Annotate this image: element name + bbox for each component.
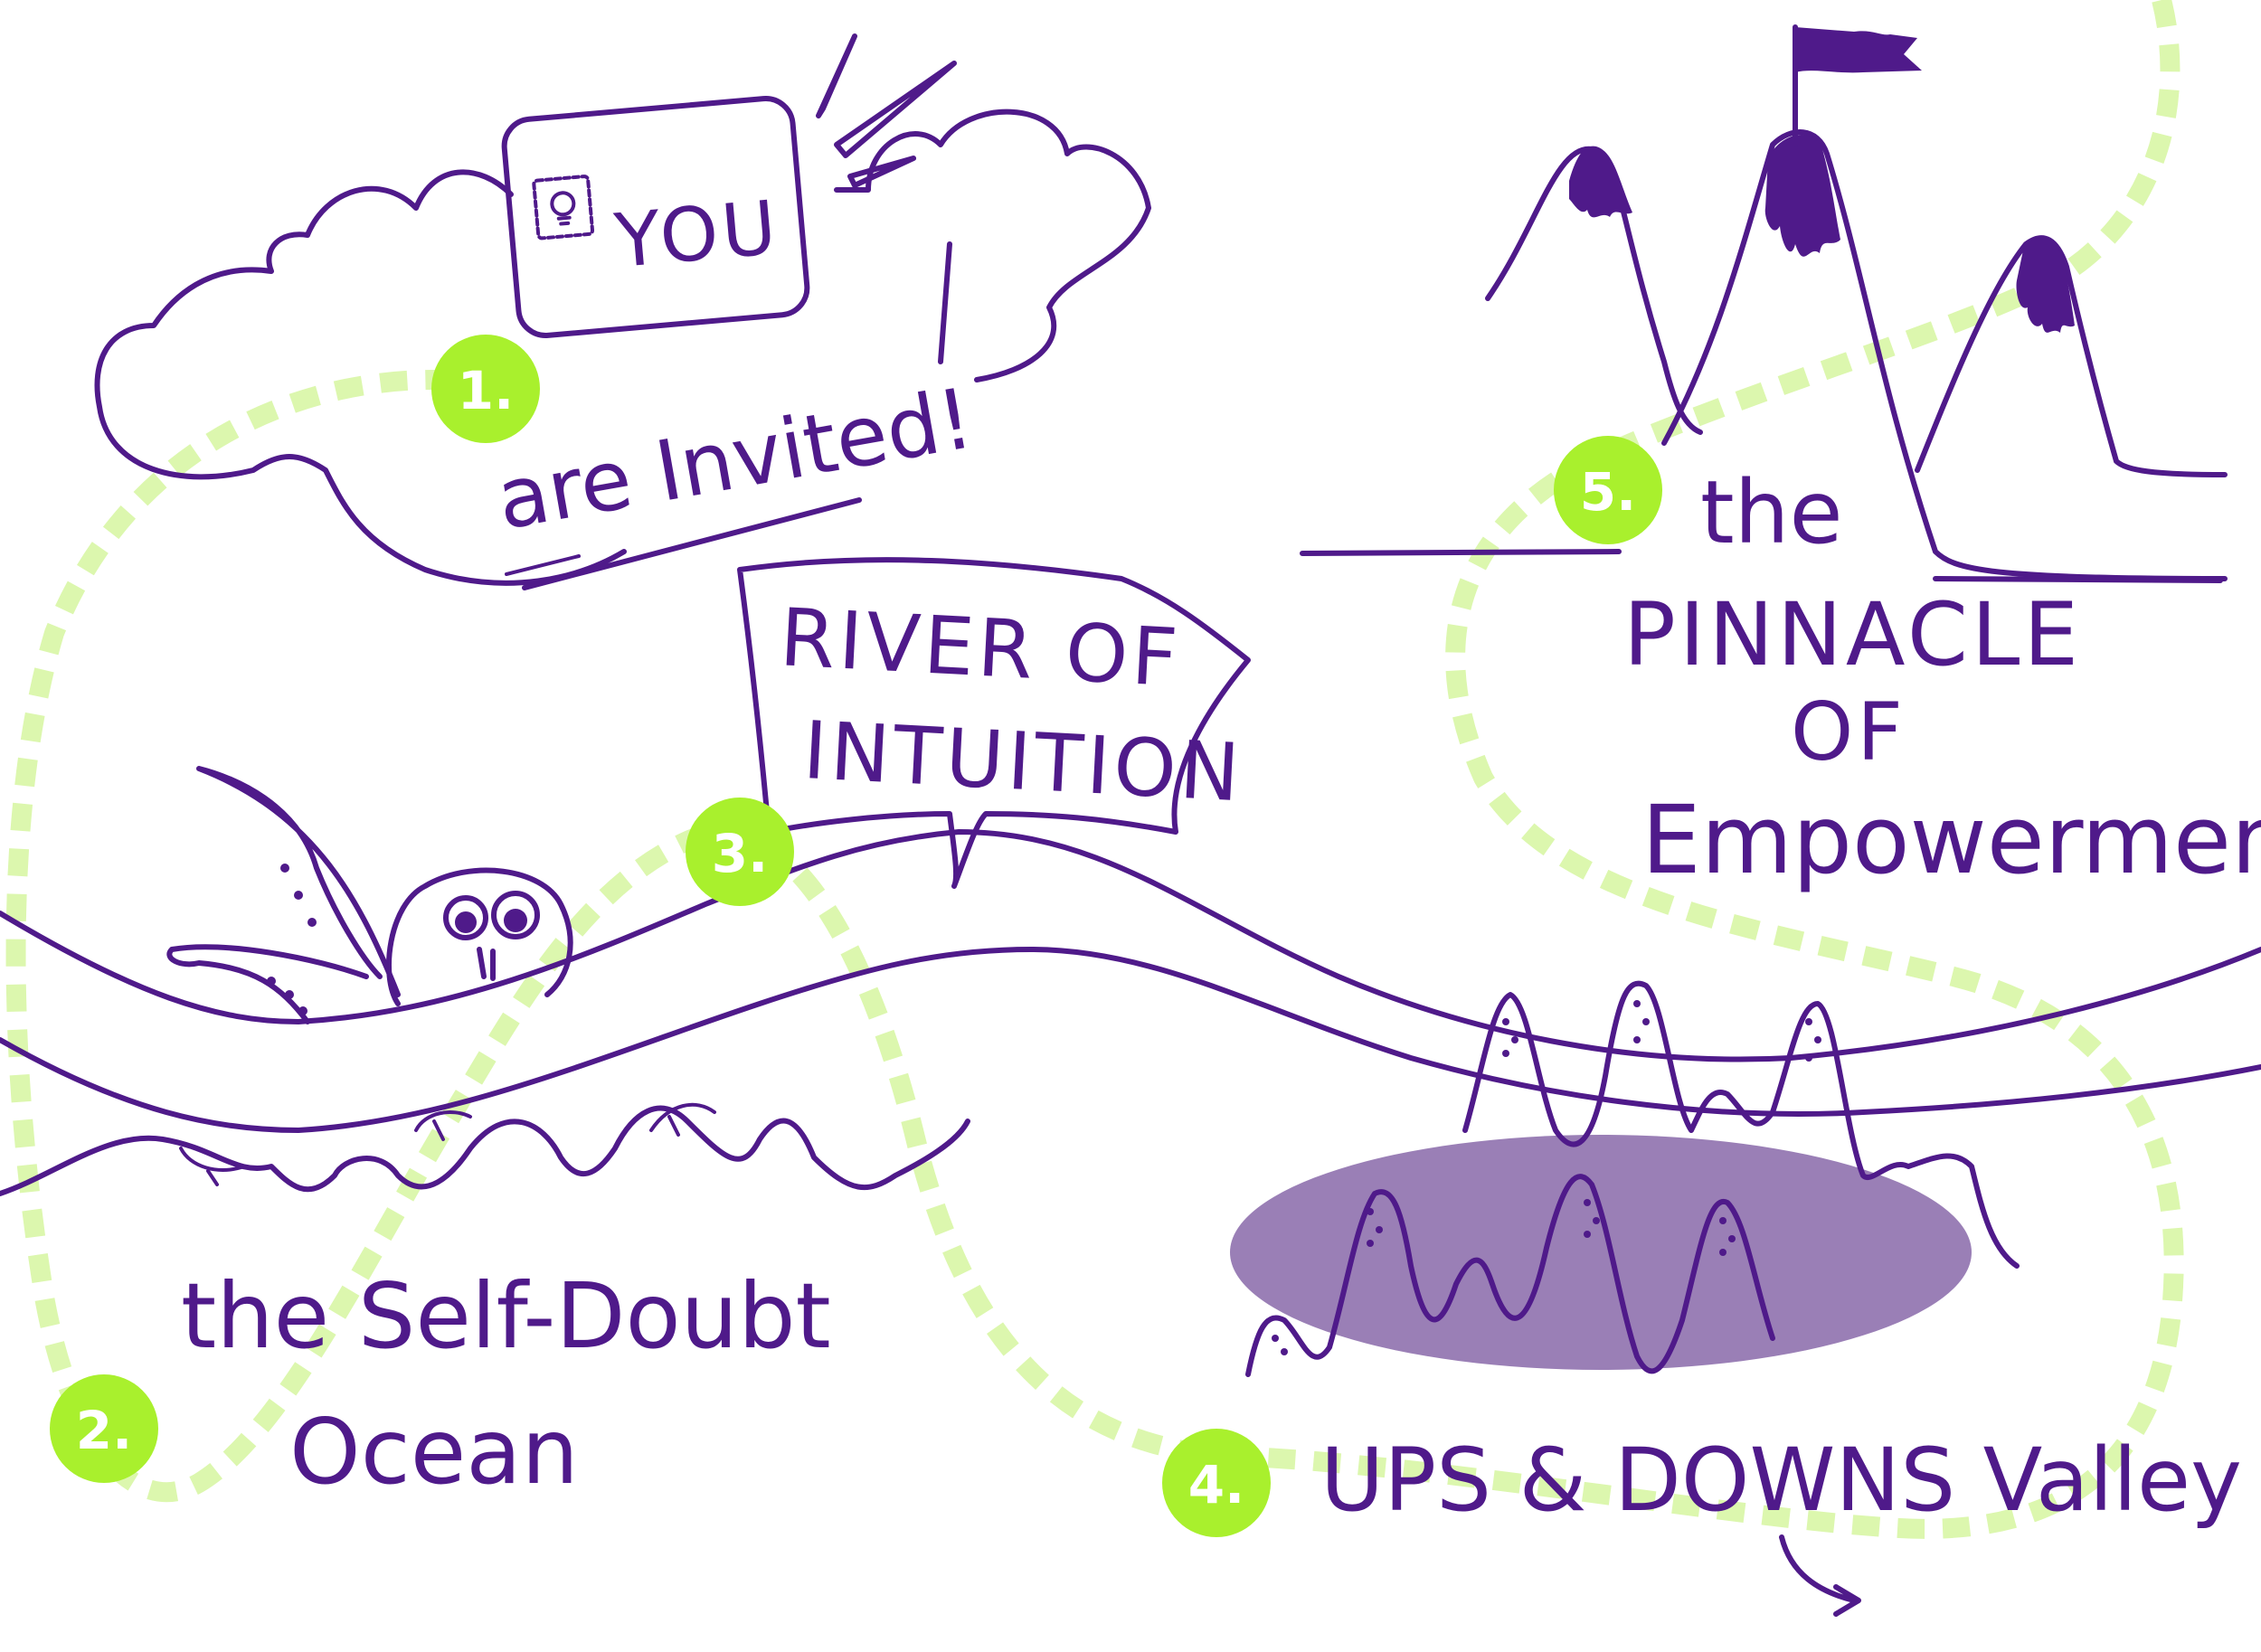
wave-crest-left [179,1147,246,1186]
ocean-waves [0,1105,970,1196]
mountain-icon [1300,129,2228,583]
step-1-label-b: are Invited! [490,370,980,549]
river-bank-top [0,829,2261,1062]
step-2-badge [50,1374,158,1483]
valley-dots [1272,1000,1821,1355]
step-1-number: 1. [458,360,514,421]
octopus-icon [166,766,573,1024]
step-5-label-a: the [1700,462,1843,563]
step-5-badge [1554,436,1662,544]
river-bank-bottom [0,947,2261,1133]
wave-crest-right [649,1102,716,1137]
burst-lines [816,33,957,188]
step-3-badge [686,798,794,906]
valley-peaks [1245,1174,1775,1377]
valley-lake [1230,1135,1972,1370]
cloud-outline [94,109,1151,586]
step-1-label-a: YOU [610,185,783,286]
step-5-label-d: Empowerment [1641,785,2261,895]
flag-icon [1793,24,1922,147]
step-5-number: 5. [1580,461,1636,523]
step-1-badge [431,335,540,443]
step-3-label-a: RIVER OF [778,590,1184,704]
step-3-number: 3. [712,823,768,884]
step-2-label-a: the Self-Doubt [181,1263,831,1369]
step-4-label-a: UPS & DOWNS Valley [1320,1430,2242,1531]
valley-arrow [1779,1534,1861,1617]
step-3-label-b: INTUITION [801,703,1245,819]
step-5-label-c: OF [1791,685,1906,779]
step-5-label-b: PINNACLE [1623,584,2082,685]
step-2-label-b: Ocean [289,1399,579,1505]
cloud-underline-2 [505,554,581,576]
step-4-badge [1162,1429,1271,1537]
journey-path [5,0,2184,1539]
cloud-underline [522,497,862,590]
wave-crest-mid [414,1110,472,1141]
step-4-number: 4. [1188,1454,1244,1515]
lightbulb-stamp-icon [532,175,595,241]
invitation-card [501,96,810,338]
step-2-number: 2. [76,1400,132,1461]
valley-peaks-back [1462,980,2020,1269]
exclaim-bar [938,241,952,364]
